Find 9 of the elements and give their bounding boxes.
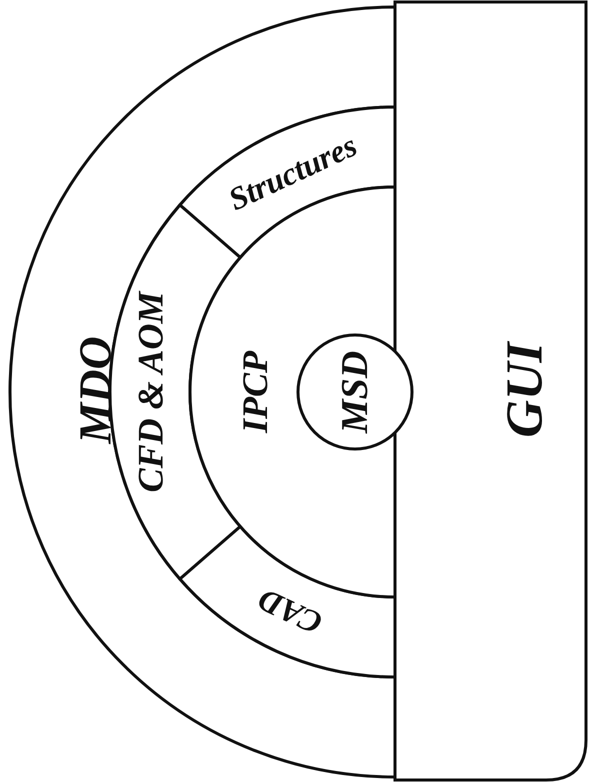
circle-label: MSD: [336, 350, 374, 434]
outer-ring-segment: [9, 6, 396, 778]
segment-label: CFD & AOM: [132, 292, 168, 492]
segment-label: IPCP: [237, 351, 273, 433]
segment-label: CAD: [253, 584, 326, 640]
center-circle: [296, 334, 414, 450]
middle-ring-segment: [178, 525, 396, 678]
ring-label: MDO: [72, 336, 118, 444]
band-label: GUI: [499, 342, 552, 438]
